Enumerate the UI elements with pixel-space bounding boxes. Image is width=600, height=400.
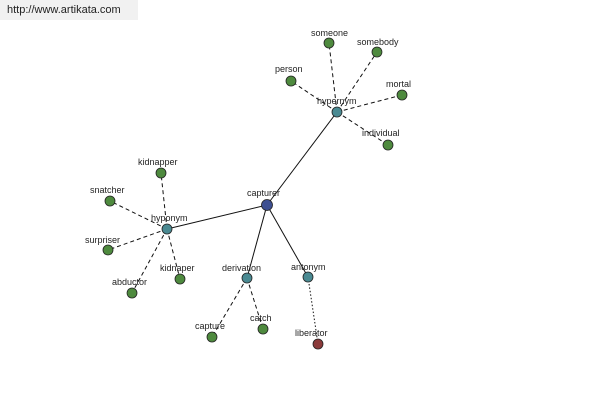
- node-label-person: person: [275, 64, 303, 74]
- node-antonym[interactable]: antonym: [291, 262, 326, 283]
- node-label-somebody: somebody: [357, 37, 399, 47]
- node-circle-somebody[interactable]: [371, 46, 383, 58]
- edge-hyponym-snatcher: [109, 200, 168, 230]
- node-circle-kidnaper[interactable]: [174, 273, 186, 285]
- node-label-hyponym: hyponym: [151, 213, 188, 223]
- node-label-mortal: mortal: [386, 79, 411, 89]
- node-circle-derivation[interactable]: [241, 272, 253, 284]
- node-label-kidnapper1: kidnapper: [138, 157, 178, 167]
- node-capture[interactable]: capture: [195, 321, 225, 343]
- node-individual[interactable]: individual: [362, 128, 400, 151]
- edge-capturer-hypernym: [266, 111, 338, 206]
- node-label-surpriser: surpriser: [85, 235, 120, 245]
- edge-hypernym-individual: [336, 111, 389, 146]
- node-label-catch: catch: [250, 313, 272, 323]
- node-circle-mortal[interactable]: [396, 89, 408, 101]
- node-label-derivation: derivation: [222, 263, 261, 273]
- edge-capturer-antonym: [266, 204, 309, 278]
- node-label-someone: someone: [311, 28, 348, 38]
- node-circle-person[interactable]: [285, 75, 297, 87]
- node-label-hypernym: hypernym: [317, 96, 357, 106]
- node-kidnaper[interactable]: kidnaper: [160, 263, 195, 285]
- node-circle-hyponym[interactable]: [161, 223, 173, 235]
- node-circle-liberator[interactable]: [312, 338, 324, 350]
- node-label-individual: individual: [362, 128, 400, 138]
- node-circle-surpriser[interactable]: [102, 244, 114, 256]
- source-url[interactable]: http://www.artikata.com: [0, 0, 138, 20]
- node-derivation[interactable]: derivation: [222, 263, 261, 284]
- node-circle-snatcher[interactable]: [104, 195, 116, 207]
- node-snatcher[interactable]: snatcher: [90, 185, 125, 207]
- node-someone[interactable]: someone: [311, 28, 348, 49]
- node-mortal[interactable]: mortal: [386, 79, 411, 101]
- node-somebody[interactable]: somebody: [357, 37, 399, 58]
- node-label-antonym: antonym: [291, 262, 326, 272]
- edge-hyponym-kidnapper1: [160, 172, 168, 230]
- node-person[interactable]: person: [275, 64, 303, 87]
- node-circle-capturer[interactable]: [261, 199, 273, 211]
- node-kidnapper1[interactable]: kidnapper: [138, 157, 178, 179]
- node-catch[interactable]: catch: [250, 313, 272, 335]
- node-hyponym[interactable]: hyponym: [151, 213, 188, 235]
- node-circle-capture[interactable]: [206, 331, 218, 343]
- nodes-layer: capturer hypernym hyponym derivation antonym…: [85, 28, 411, 350]
- node-hypernym[interactable]: hypernym: [317, 96, 357, 118]
- edge-hypernym-someone: [328, 42, 338, 113]
- node-label-abductor: abductor: [112, 277, 147, 287]
- node-circle-antonym[interactable]: [302, 271, 314, 283]
- edge-derivation-catch: [246, 277, 264, 330]
- edge-hypernym-somebody: [336, 51, 378, 113]
- node-label-liberator: liberator: [295, 328, 328, 338]
- node-capturer[interactable]: capturer: [247, 188, 280, 211]
- node-label-capture: capture: [195, 321, 225, 331]
- node-surpriser[interactable]: surpriser: [85, 235, 120, 256]
- node-circle-abductor[interactable]: [126, 287, 138, 299]
- node-circle-catch[interactable]: [257, 323, 269, 335]
- edge-derivation-capture: [211, 277, 248, 338]
- node-liberator[interactable]: liberator: [295, 328, 328, 350]
- node-label-capturer: capturer: [247, 188, 280, 198]
- node-circle-someone[interactable]: [323, 37, 335, 49]
- node-circle-individual[interactable]: [382, 139, 394, 151]
- edge-capturer-derivation: [246, 204, 268, 279]
- edge-hyponym-abductor: [131, 228, 168, 294]
- node-label-kidnaper: kidnaper: [160, 263, 195, 273]
- node-label-snatcher: snatcher: [90, 185, 125, 195]
- node-circle-hypernym[interactable]: [331, 106, 343, 118]
- edge-hyponym-kidnaper: [166, 228, 181, 280]
- edges-layer: [107, 42, 403, 345]
- node-abductor[interactable]: abductor: [112, 277, 147, 299]
- edge-antonym-liberator: [307, 276, 319, 345]
- edge-capturer-hyponym: [166, 204, 268, 230]
- node-circle-kidnapper1[interactable]: [155, 167, 167, 179]
- edge-hypernym-person: [290, 80, 338, 113]
- edge-hyponym-surpriser: [107, 228, 168, 251]
